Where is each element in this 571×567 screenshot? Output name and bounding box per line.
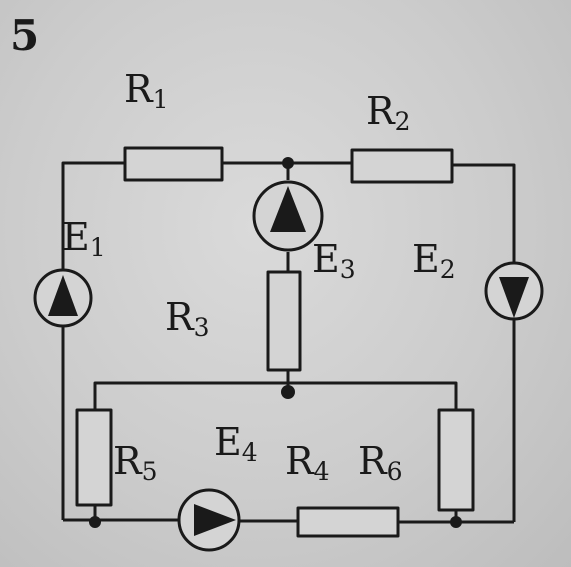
- node-bottom-left: [89, 516, 101, 528]
- resistor-r2: [350, 148, 454, 184]
- node-center: [281, 385, 295, 399]
- wire-top-left: [61, 161, 125, 272]
- label-r6: R6: [358, 439, 403, 486]
- wire-inner-bus: [93, 381, 458, 410]
- label-r2: R2: [366, 89, 411, 136]
- up-arrow-icon: [48, 275, 78, 316]
- label-r1: R1: [124, 67, 169, 114]
- source-e1: [33, 268, 93, 328]
- resistor-r3: [266, 270, 302, 372]
- resistor-r6: [437, 408, 475, 512]
- resistor-r1: [123, 146, 224, 182]
- down-arrow-icon: [499, 277, 529, 318]
- node-top: [282, 157, 294, 169]
- resistor-r4: [296, 506, 400, 538]
- circuit-wires: [61, 161, 516, 524]
- up-arrow-icon: [270, 186, 306, 232]
- source-e3: [252, 180, 324, 252]
- wire-top-right: [452, 163, 516, 264]
- label-r3: R3: [165, 295, 210, 342]
- node-bottom-right: [450, 516, 462, 528]
- label-e3: E3: [312, 237, 356, 284]
- resistor-r5: [75, 408, 113, 507]
- right-arrow-icon: [194, 504, 236, 536]
- source-e4: [177, 488, 241, 552]
- label-r5: R5: [113, 439, 158, 486]
- source-e2: [484, 261, 544, 321]
- problem-number: 5: [10, 11, 39, 60]
- label-e1: E1: [62, 215, 106, 262]
- label-e4: E4: [214, 420, 258, 467]
- label-e2: E2: [412, 237, 456, 284]
- label-r4: R4: [285, 439, 330, 486]
